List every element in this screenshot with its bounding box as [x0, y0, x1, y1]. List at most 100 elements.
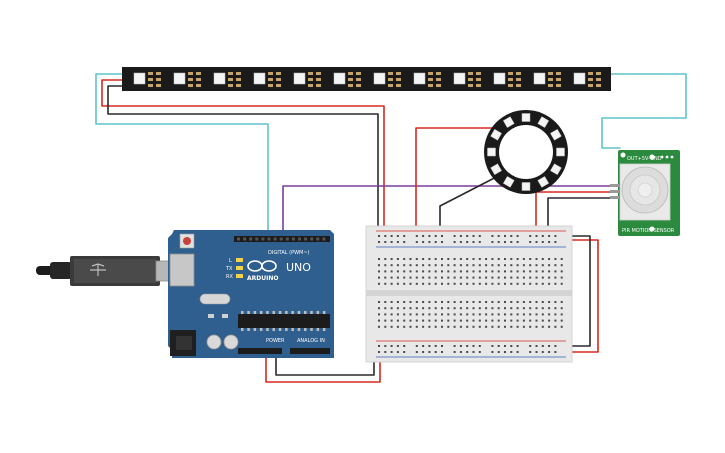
header-pin [316, 237, 320, 241]
breadboard-hole [409, 264, 412, 267]
reset-button-cap[interactable] [183, 237, 191, 245]
chip-leg [278, 311, 282, 314]
breadboard-hole [529, 264, 532, 267]
breadboard-hole [516, 270, 519, 273]
breadboard-hole [497, 345, 500, 347]
breadboard-hole [510, 345, 513, 347]
strip-pad [188, 72, 193, 75]
breadboard-hole [409, 301, 412, 303]
breadboard-hole [453, 270, 456, 273]
breadboard-hole [554, 301, 557, 303]
led-tx-label: TX [225, 266, 233, 272]
led-l [236, 258, 243, 262]
breadboard-hole [529, 351, 532, 353]
breadboard-hole [541, 319, 544, 322]
strip-pixel [413, 72, 426, 85]
breadboard-hole [378, 276, 380, 279]
strip-pad [516, 72, 521, 75]
breadboard-hole [459, 301, 462, 303]
breadboard-hole [459, 241, 462, 243]
breadboard-hole [453, 235, 456, 237]
breadboard-hole [434, 345, 437, 347]
breadboard-hole [466, 351, 469, 353]
breadboard-hole [447, 276, 450, 279]
strip-pad [388, 84, 393, 87]
breadboard-hole [510, 301, 513, 303]
breadboard-hole [529, 325, 532, 328]
wire-red-ring-power [415, 127, 497, 239]
breadboard-hole [378, 270, 380, 273]
breadboard-hole [403, 325, 406, 328]
breadboard-hole [415, 276, 418, 279]
breadboard-hole [415, 282, 418, 285]
breadboard-hole [378, 325, 380, 328]
breadboard-hole [415, 241, 418, 243]
strip-pad [348, 78, 353, 81]
strip-pad [508, 78, 513, 81]
chip-leg [285, 311, 288, 314]
chip-legs [241, 311, 326, 331]
chip-leg [316, 311, 320, 314]
chip-leg [266, 328, 269, 331]
ring-pixel [556, 147, 565, 157]
breadboard-hole [535, 319, 538, 322]
breadboard-hole [403, 351, 406, 353]
strip-pad [308, 72, 313, 75]
wire-red-rail-bridge [565, 239, 599, 353]
strip-pad [356, 78, 361, 81]
breadboard-hole [554, 282, 557, 285]
chip-leg [278, 328, 282, 331]
breadboard-holes [378, 235, 563, 353]
strip-pad [428, 84, 433, 87]
chip-leg [310, 328, 313, 331]
ring-pixel [502, 116, 515, 128]
pir-pin-dot [670, 155, 674, 159]
analog-label: ANALOG IN [297, 338, 325, 344]
breadboard-hole [459, 264, 462, 267]
breadboard-hole [541, 313, 544, 316]
breadboard-hole [415, 319, 418, 322]
strip-pad [508, 84, 513, 87]
breadboard-hole [459, 313, 462, 316]
breadboard-hole [478, 313, 481, 316]
breadboard-hole [378, 345, 380, 347]
breadboard-hole [409, 307, 412, 310]
breadboard-hole [535, 235, 538, 237]
breadboard-hole [466, 235, 469, 237]
breadboard-hole [390, 276, 393, 279]
breadboard-hole [422, 325, 425, 328]
breadboard-hole [472, 258, 475, 260]
breadboard-hole [390, 264, 393, 267]
led-strip-body [122, 67, 611, 91]
led-strip-pixels [133, 72, 601, 87]
wires [95, 73, 687, 383]
pir-dome-center [637, 182, 653, 198]
breadboard-hole [390, 351, 393, 353]
breadboard-hole [434, 351, 437, 353]
ring-pixel [521, 113, 531, 122]
breadboard-hole [516, 319, 519, 322]
chip-leg [291, 328, 294, 331]
breadboard-hole [396, 270, 399, 273]
breadboard-hole [472, 313, 475, 316]
strip-pad [156, 84, 161, 87]
strip-pad [516, 78, 521, 81]
breadboard-hole [403, 282, 406, 285]
strip-pad [156, 78, 161, 81]
breadboard-hole [441, 345, 443, 347]
breadboard-hole [422, 301, 425, 303]
breadboard-hole [548, 345, 551, 347]
crystal [199, 293, 231, 305]
breadboard-hole [560, 270, 563, 273]
wire-black-strip-ground [107, 85, 379, 239]
breadboard-hole [415, 235, 418, 237]
ring-pixel [550, 128, 562, 141]
breadboard-hole [466, 241, 469, 243]
wire-red-arduino-5v [265, 357, 381, 383]
breadboard-hole [529, 319, 532, 322]
power-header [238, 348, 282, 354]
breadboard-hole [403, 264, 406, 267]
atmega-chip [238, 314, 330, 328]
breadboard-hole [522, 301, 525, 303]
wire-red-strip-power [101, 79, 385, 239]
